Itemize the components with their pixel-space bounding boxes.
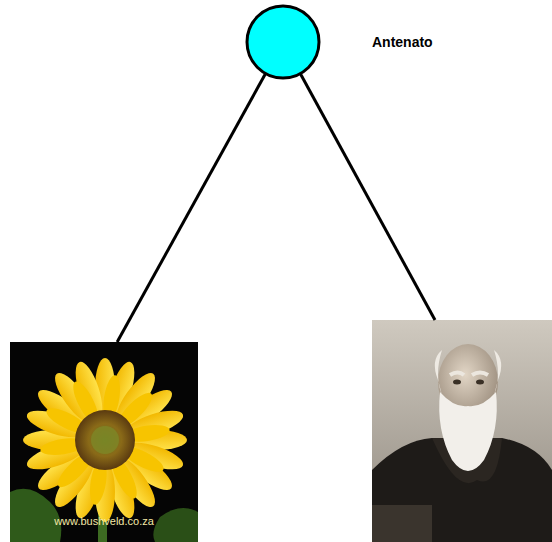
watermark: www.bushveld.co.za [54,515,154,528]
circle-shape [247,6,319,78]
photo-frame [372,320,552,542]
circle-outline [245,4,321,80]
lineage-line [117,74,265,342]
lineage-line [300,74,435,320]
sunflower-photo [10,342,198,542]
node-heading: Antenato [372,34,433,51]
portrait-photo [372,320,552,542]
photo-frame: www.bushveld.co.za [10,342,198,542]
ancestor-circle: Antenato [245,4,321,80]
